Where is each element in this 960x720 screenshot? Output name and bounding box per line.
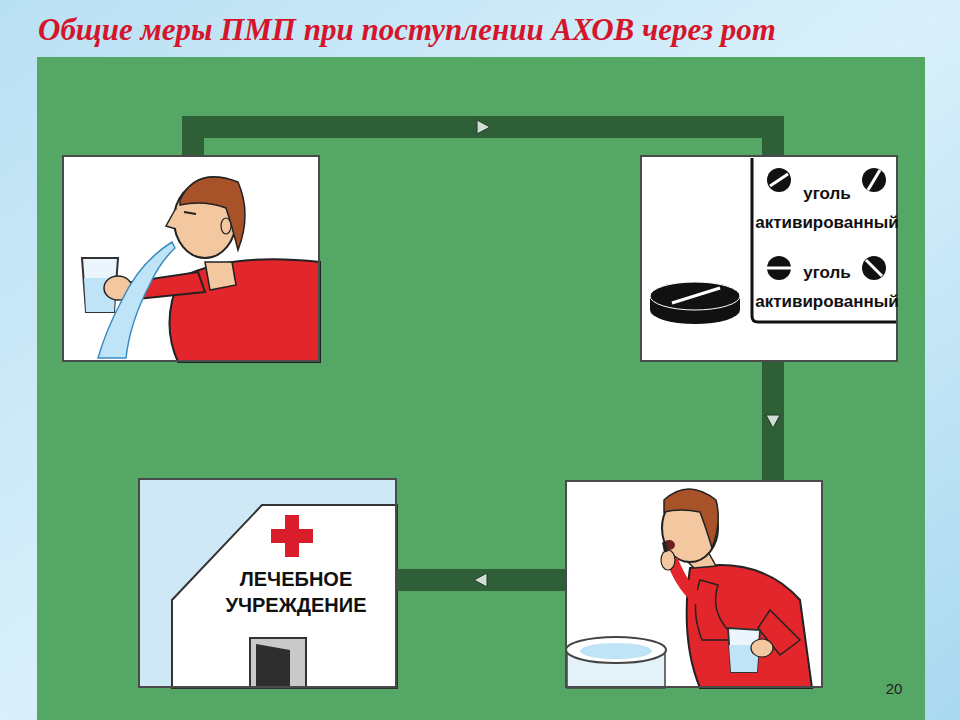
charcoal-step-box: уголь активированный уголь активированный: [640, 155, 898, 362]
rinse-step-box: [62, 155, 320, 362]
arrowhead: [766, 415, 780, 428]
rinse-illustration: [62, 155, 320, 362]
flow-connector-group: [193, 120, 773, 155]
hospital-sign: ЛЕЧЕБНОЕ УЧРЕЖДЕНИЕ: [198, 566, 394, 618]
hospital-illustration: [138, 478, 397, 688]
vomit-illustration: [565, 480, 823, 688]
arrowhead: [474, 573, 487, 587]
hospital-step-box: ЛЕЧЕБНОЕ УЧРЕЖДЕНИЕ: [138, 478, 397, 688]
package-label: уголь активированный: [754, 258, 900, 316]
flow-connector: [397, 569, 565, 591]
package-label: уголь активированный: [754, 179, 900, 237]
slide-title: Общие меры ПМП при поступлении АХОВ чере…: [38, 10, 938, 50]
green-panel: [37, 57, 925, 720]
flow-connector-group: [397, 573, 565, 587]
flow-connector: [762, 362, 784, 480]
vomit-step-box: [565, 480, 823, 688]
flow-connector-group: [766, 362, 780, 480]
page-number: 20: [872, 680, 916, 697]
arrowhead: [477, 120, 490, 134]
charcoal-illustration: [640, 155, 898, 362]
